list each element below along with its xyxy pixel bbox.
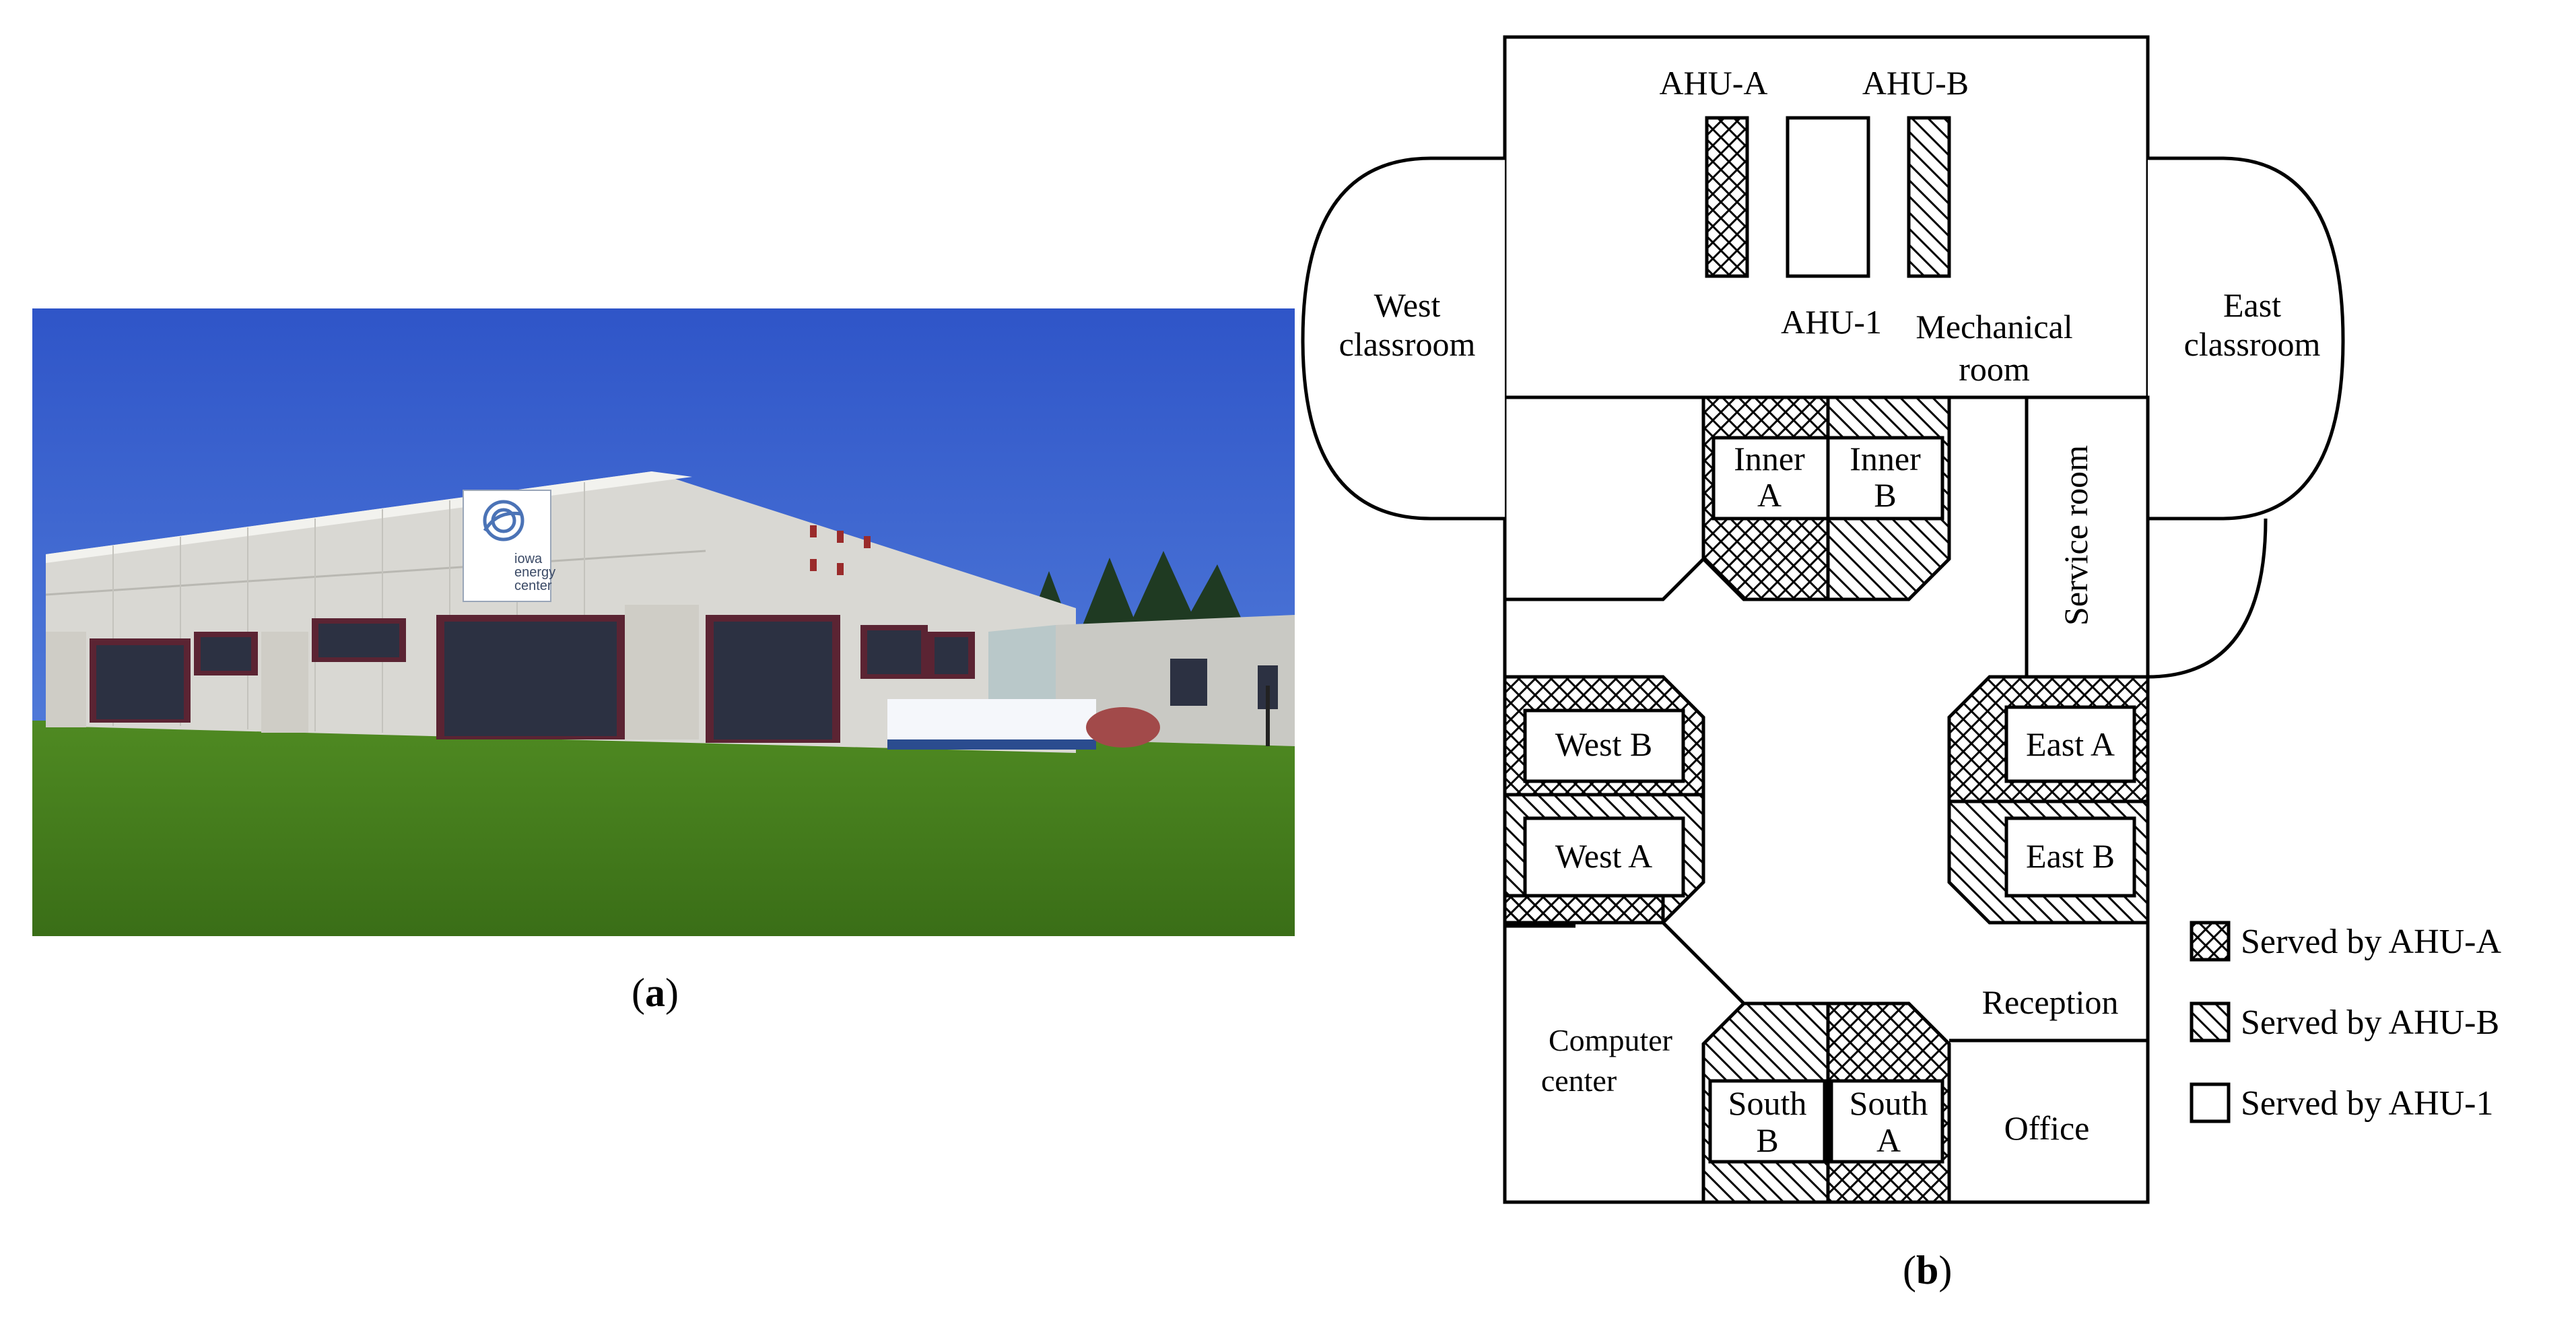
south-a-zone — [1826, 1001, 1951, 1204]
sign-line-2: energy — [514, 565, 555, 580]
label-west-classroom-2: classroom — [1339, 325, 1476, 363]
caption-b: (b) — [1903, 1248, 1953, 1292]
caption-a: (a) — [632, 970, 679, 1015]
ahu-1-unit — [1786, 116, 1870, 278]
label-inner-b-1: Inner — [1850, 440, 1921, 477]
east-classroom — [2148, 156, 2345, 521]
sign-line-1: iowa — [514, 552, 543, 566]
label-east-classroom-2: classroom — [2184, 325, 2321, 363]
east-a-zone — [1947, 675, 2150, 803]
label-east-b: East B — [2026, 837, 2115, 875]
label-south-a-1: South — [1850, 1084, 1928, 1122]
label-east-a: East A — [2026, 725, 2115, 763]
label-east-classroom-1: East — [2223, 286, 2281, 324]
label-inner-b-2: B — [1874, 476, 1896, 514]
west-a-zone — [1503, 793, 1705, 925]
label-service-room: Service room — [2057, 445, 2095, 626]
west-b-zone — [1503, 675, 1705, 797]
building-outline — [1503, 35, 2150, 1204]
label-ahu-a: AHU-A — [1659, 64, 1767, 102]
legend-swatch-ahu-1 — [2190, 1082, 2231, 1123]
label-office: Office — [2004, 1109, 2090, 1147]
east-b-zone — [1947, 799, 2150, 925]
label-west-b: West B — [1555, 725, 1653, 763]
legend-label-ahu-b: Served by AHU-B — [2241, 1003, 2499, 1042]
label-ahu-b: AHU-B — [1862, 64, 1969, 102]
inner-b-zone — [1826, 395, 1951, 601]
label-west-classroom-1: West — [1374, 286, 1441, 324]
label-south-b-2: B — [1756, 1121, 1778, 1159]
label-mechanical-room-1: Mechanical — [1916, 308, 2072, 345]
monument-sign — [887, 699, 1096, 746]
label-south-b-1: South — [1728, 1084, 1807, 1122]
label-south-a-2: A — [1876, 1121, 1901, 1159]
label-inner-a-2: A — [1757, 476, 1782, 514]
legend-label-ahu-a: Served by AHU-A — [2241, 923, 2502, 961]
label-computer-center-2: center — [1541, 1063, 1617, 1098]
ahu-a-unit — [1705, 116, 1749, 278]
west-classroom — [1301, 156, 1505, 521]
service-room — [2025, 395, 2150, 679]
legend-swatch-ahu-b — [2190, 1001, 2231, 1043]
label-reception: Reception — [1982, 983, 2119, 1021]
south-b-zone — [1701, 1001, 1830, 1204]
inner-a-zone — [1701, 395, 1830, 601]
ahu-b-unit — [1907, 116, 1951, 278]
legend-swatch-ahu-a — [2190, 921, 2231, 962]
legend-label-ahu-1: Served by AHU-1 — [2241, 1084, 2494, 1123]
label-inner-a-1: Inner — [1734, 440, 1805, 477]
label-ahu-1: AHU-1 — [1781, 303, 1882, 341]
label-mechanical-room-2: room — [1959, 350, 2030, 388]
label-west-a: West A — [1555, 837, 1653, 875]
label-computer-center-1: Computer — [1549, 1023, 1672, 1057]
building-photo: iowa energy center — [32, 308, 1295, 936]
lawn — [32, 721, 1295, 936]
sign-line-3: center — [514, 579, 552, 593]
